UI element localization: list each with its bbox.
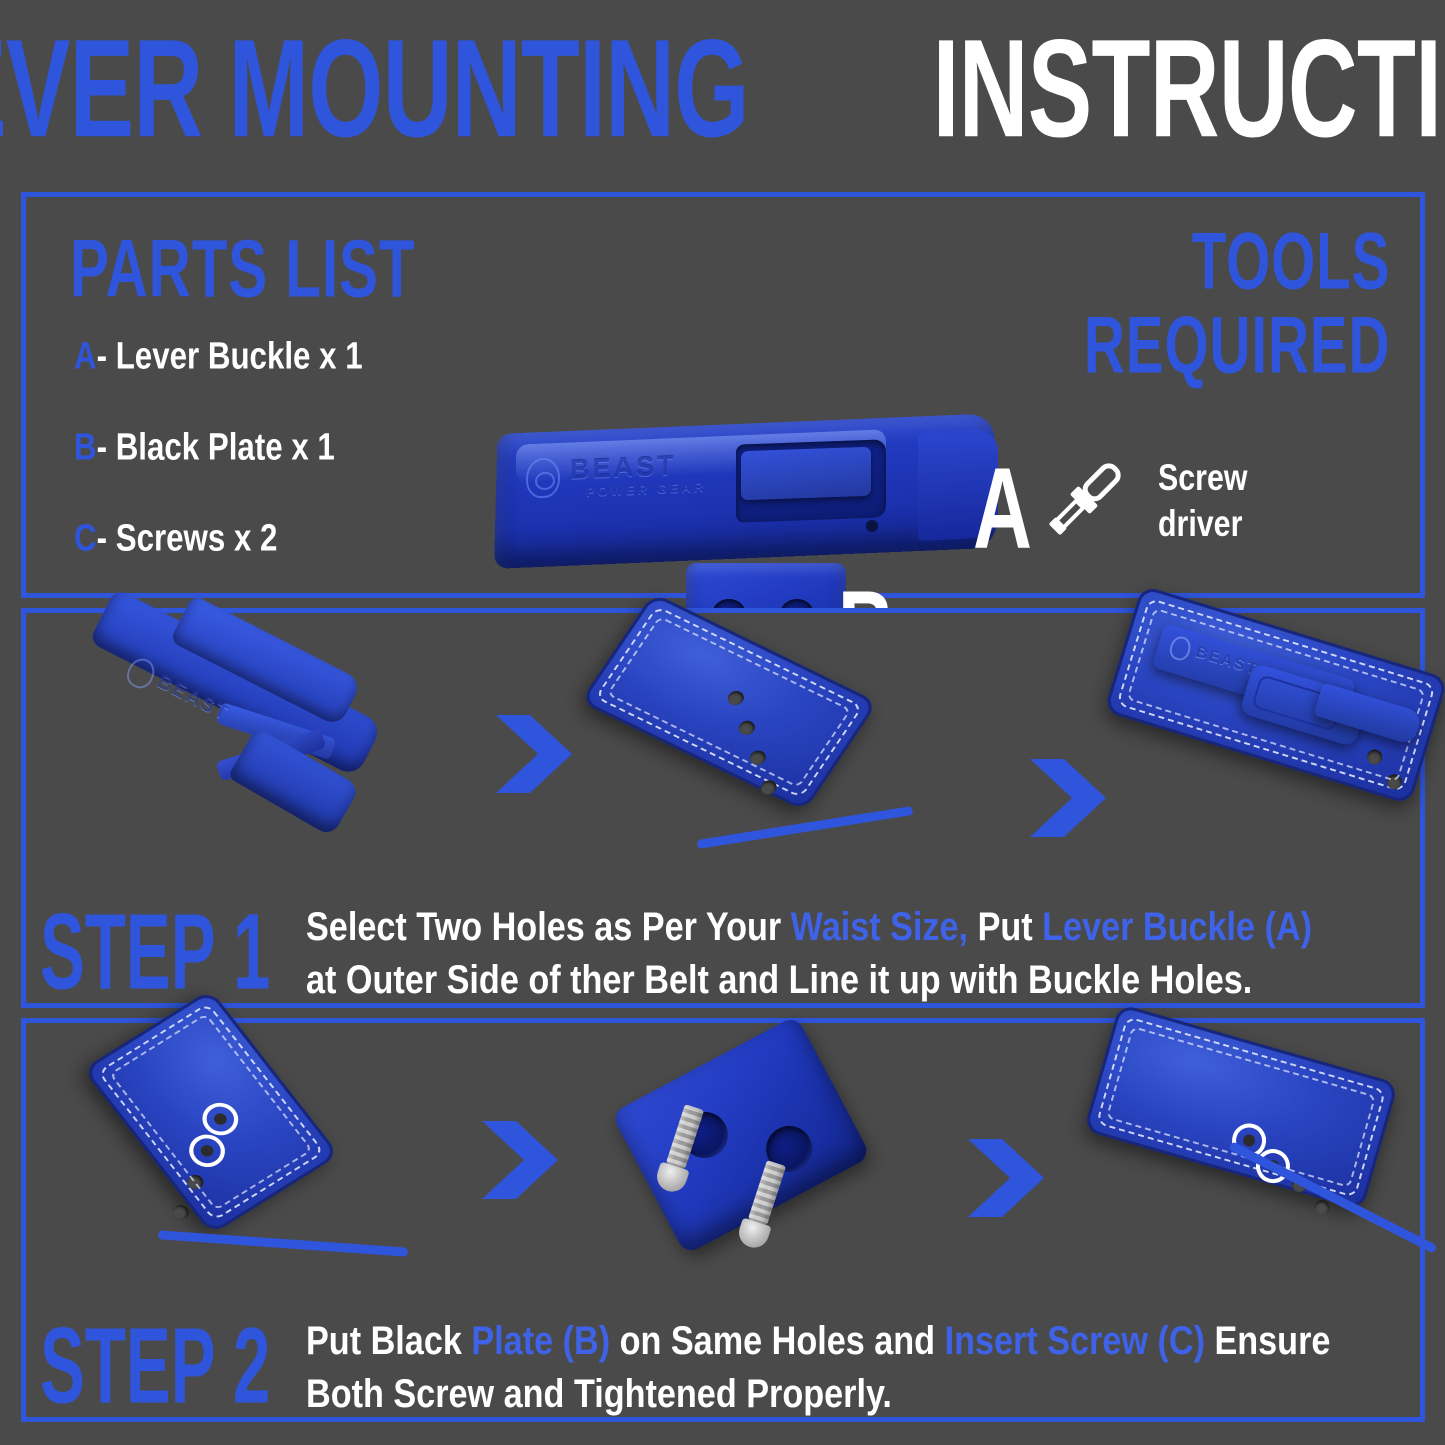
- tools-heading-line1: TOOLS: [1191, 215, 1390, 306]
- callout-label-a: A: [973, 444, 1032, 574]
- step-2-label: STEP 2: [40, 1305, 271, 1426]
- tools-heading-line2: REQUIRED: [1083, 299, 1390, 391]
- belt-hole: [1384, 772, 1404, 792]
- buckle-lever-tab: [741, 446, 871, 500]
- highlighted-term: Insert Screw (C): [944, 1317, 1205, 1363]
- belt-hole: [1365, 747, 1385, 767]
- belt-hole: [184, 1172, 207, 1193]
- bear-head-icon: [526, 457, 560, 499]
- step-text-run: Put: [968, 903, 1043, 949]
- step-text-run: at Outer Side of ther Belt and Line it u…: [306, 956, 1253, 1002]
- highlighted-term: Waist Size,: [790, 903, 969, 949]
- part-key-c: C: [74, 516, 97, 560]
- page-title-blue: LEVER MOUNTING: [0, 11, 749, 167]
- part-text-c: - Screws x 2: [96, 516, 278, 560]
- belt-strap: [579, 592, 879, 812]
- parts-list-items: A- Lever Buckle x 1 B- Black Plate x 1 C…: [74, 335, 494, 610]
- part-item-c: C- Screws x 2: [74, 517, 460, 561]
- step-text-run: Select Two Holes as Per Your: [306, 903, 791, 949]
- step-2-panel: STEP 2 Put Black Plate (B) on Same Holes…: [21, 989, 1438, 1422]
- belt-strap: [1083, 1003, 1399, 1217]
- bear-head-icon: [1167, 633, 1194, 663]
- tool-label-line1: Screw: [1158, 456, 1248, 498]
- step1-image-open-lever-buckle: BEAST: [66, 588, 446, 865]
- step2-image-belt-selected-holes: [72, 989, 492, 1281]
- belt-hole-selected: [182, 1128, 233, 1174]
- tool-screwdriver-entry: Screw driver: [1036, 452, 1255, 548]
- step1-arrow-1: [492, 711, 576, 802]
- step-1-images: BEAST: [26, 585, 1445, 875]
- part-text-b: - Black Plate x 1: [96, 425, 335, 469]
- step1-image-buckle-mounted: BEAST: [1103, 585, 1445, 867]
- step1-arrow-2: [1026, 755, 1110, 846]
- page-title: LEVER MOUNTING INSTRUCTION: [0, 19, 1445, 158]
- step2-image-belt-holes-aligned: [1076, 1003, 1445, 1279]
- screwdriver-icon: [1036, 452, 1132, 548]
- tool-label-line2: driver: [1158, 502, 1243, 544]
- highlighted-term: Plate (B): [471, 1317, 611, 1363]
- belt-hole: [724, 688, 747, 708]
- belt-hole: [757, 777, 780, 798]
- belt-hole: [735, 718, 758, 738]
- step-1-label: STEP 1: [40, 891, 271, 1012]
- buckle-pin: [866, 520, 878, 533]
- baseline-accent: [696, 806, 914, 849]
- step-text-run: Put Black: [306, 1317, 472, 1363]
- belt-hole: [1312, 1198, 1332, 1217]
- page-title-white: INSTRUCTION: [932, 11, 1445, 167]
- lever-buckle-part-image: BEAST POWER GEAR: [494, 413, 998, 569]
- plate-body: [610, 1015, 872, 1255]
- part-text-a: - Lever Buckle x 1: [96, 334, 363, 378]
- belt-strap: [82, 989, 340, 1235]
- step-text-run: Ensure Both Screw and Tightened Properly…: [306, 1317, 1331, 1416]
- step2-arrow-2: [964, 1135, 1048, 1226]
- step-text-run: on Same Holes and: [610, 1317, 945, 1363]
- step2-arrow-1: [478, 1117, 562, 1208]
- step-2-text-row: STEP 2 Put Black Plate (B) on Same Holes…: [40, 1308, 1406, 1419]
- tools-required-heading: TOOLS REQUIRED: [1083, 215, 1390, 391]
- parts-list-panel: PARTS LIST A- Lever Buckle x 1 B- Black …: [21, 192, 1425, 785]
- step-2-description: Put Black Plate (B) on Same Holes and In…: [306, 1308, 1351, 1419]
- step-1-description: Select Two Holes as Per Your Waist Size,…: [306, 894, 1351, 1005]
- part-key-b: B: [74, 425, 97, 469]
- part-item-a: A- Lever Buckle x 1: [74, 335, 460, 379]
- tool-screwdriver-label: Screw driver: [1158, 454, 1247, 546]
- part-item-b: B- Black Plate x 1: [74, 426, 460, 470]
- part-key-a: A: [74, 334, 97, 378]
- parts-list-heading: PARTS LIST: [70, 223, 416, 315]
- step2-image-plate-with-screws: [596, 1015, 936, 1279]
- belt-hole: [746, 748, 769, 768]
- belt-hole-selected: [195, 1096, 246, 1142]
- baseline-accent: [157, 1230, 409, 1257]
- belt-hole: [169, 1202, 192, 1223]
- highlighted-term: Lever Buckle (A): [1042, 903, 1313, 949]
- step1-image-belt-end: [579, 592, 986, 865]
- step-2-images: [26, 989, 1438, 1285]
- step-1-text-row: STEP 1 Select Two Holes as Per Your Wais…: [40, 894, 1406, 1005]
- beast-power-gear-logo: BEAST POWER GEAR: [526, 445, 751, 525]
- step-1-panel: BEAST: [21, 585, 1445, 1008]
